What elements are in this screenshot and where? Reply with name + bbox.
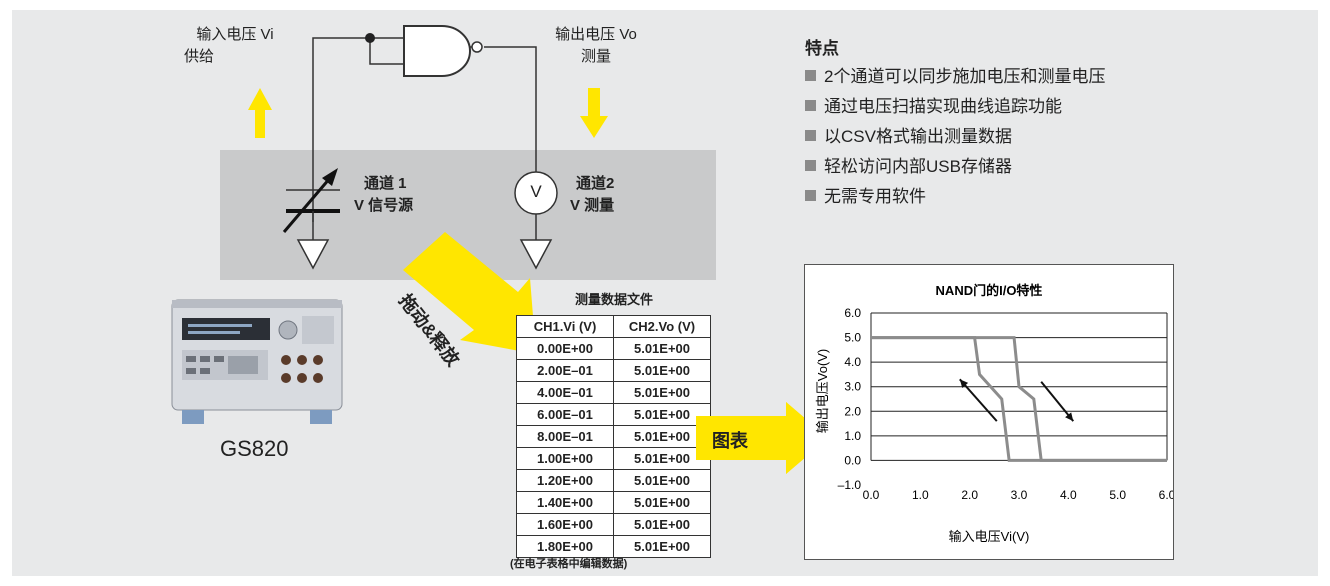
bullet-square-icon xyxy=(805,130,816,141)
bullet-square-icon xyxy=(805,100,816,111)
y-axis-label: 输出电压Vo(V) xyxy=(815,349,830,434)
table-cell: 0.00E+00 xyxy=(516,337,614,360)
y-tick-label: 0.0 xyxy=(844,453,861,467)
increasing-sweep-arrow-head xyxy=(1065,412,1074,422)
gs820-device-image xyxy=(171,299,343,424)
table-cell: 1.40E+00 xyxy=(516,491,614,514)
channel-2-label: 通道2 V 测量 xyxy=(570,175,615,214)
x-tick-label: 1.0 xyxy=(912,488,929,502)
features-title: 特点 xyxy=(805,39,839,58)
feature-item: 2个通道可以同步施加电压和测量电压 xyxy=(805,62,1105,87)
data-file-note: (在电子表格中编辑数据) xyxy=(510,558,628,570)
input-voltage-label: 输入电压 Vi 供给 xyxy=(184,26,274,65)
table-cell: 1.20E+00 xyxy=(516,469,614,492)
bullet-square-icon xyxy=(805,190,816,201)
table-header-cell: CH2.Vo (V) xyxy=(613,315,711,338)
x-tick-label: 0.0 xyxy=(863,488,880,502)
feature-item: 轻松访问内部USB存储器 xyxy=(805,152,1012,177)
ground-symbol-2 xyxy=(519,239,553,270)
table-cell: 8.00E–01 xyxy=(516,425,614,448)
input-wire-2 xyxy=(369,38,404,65)
table-cell: 4.00E–01 xyxy=(516,381,614,404)
junction-dot xyxy=(365,33,375,43)
table-cell: 5.01E+00 xyxy=(613,337,711,360)
table-header-row: CH1.Vi (V) CH2.Vo (V) xyxy=(516,315,711,338)
nand-gate xyxy=(403,25,471,77)
table-cell: 5.01E+00 xyxy=(613,425,711,448)
nand-inverter-bubble xyxy=(471,41,483,53)
device-name-label: GS820 xyxy=(220,436,289,461)
x-tick-label: 5.0 xyxy=(1109,488,1126,502)
y-tick-label: 6.0 xyxy=(844,306,861,320)
feature-item: 通过电压扫描实现曲线追踪功能 xyxy=(805,92,1062,117)
ground-symbol-1 xyxy=(296,239,330,270)
table-cell: 5.01E+00 xyxy=(613,491,711,514)
drag-drop-arrow xyxy=(403,232,536,354)
variable-arrow xyxy=(282,177,332,233)
output-voltage-label: 输出电压 Vo 测量 xyxy=(555,26,637,65)
bullet-square-icon xyxy=(805,160,816,171)
series-line xyxy=(871,336,1167,462)
output-down-arrow xyxy=(580,88,608,138)
x-axis-label: 输入电压Vi(V) xyxy=(949,529,1030,544)
table-cell: 1.60E+00 xyxy=(516,513,614,536)
x-tick-label: 2.0 xyxy=(961,488,978,502)
chart-arrow-label-front: 图表 xyxy=(712,431,748,451)
bullet-square-icon xyxy=(805,70,816,81)
output-wire xyxy=(484,46,537,172)
feature-item: 无需专用软件 xyxy=(805,182,926,207)
table-cell: 1.00E+00 xyxy=(516,447,614,470)
series-line xyxy=(871,336,1167,462)
y-tick-label: 1.0 xyxy=(844,429,861,443)
channel-1-label: 通道 1 V 信号源 xyxy=(354,175,414,214)
table-cell: 5.01E+00 xyxy=(613,359,711,382)
variable-arrowhead xyxy=(322,168,338,186)
table-cell: 5.01E+00 xyxy=(613,381,711,404)
chart-title: NAND门的I/O特性 xyxy=(936,283,1043,298)
table-cell: 6.00E–01 xyxy=(516,403,614,426)
increasing-sweep-arrow xyxy=(1040,381,1075,422)
table-cell: 2.00E–01 xyxy=(516,359,614,382)
decreasing-sweep-arrow-head xyxy=(959,379,969,389)
y-tick-label: 5.0 xyxy=(844,331,861,345)
voltmeter-letter: V xyxy=(530,182,542,201)
decreasing-sweep-arrow xyxy=(959,378,998,422)
table-cell: 5.01E+00 xyxy=(613,513,711,536)
table-cell: 5.01E+00 xyxy=(613,403,711,426)
y-tick-label: 2.0 xyxy=(844,404,861,418)
table-cell: 5.01E+00 xyxy=(613,535,711,558)
y-tick-label: 3.0 xyxy=(844,380,861,394)
table-cell: 5.01E+00 xyxy=(613,447,711,470)
y-tick-label: –1.0 xyxy=(838,478,862,492)
table-header-cell: CH1.Vi (V) xyxy=(516,315,614,338)
table-cell: 5.01E+00 xyxy=(613,469,711,492)
feature-item: 以CSV格式输出测量数据 xyxy=(805,122,1012,147)
x-tick-label: 3.0 xyxy=(1011,488,1028,502)
data-file-title: 测量数据文件 xyxy=(574,292,653,307)
y-tick-label: 4.0 xyxy=(844,355,861,369)
input-up-arrow xyxy=(248,88,272,138)
x-tick-label: 4.0 xyxy=(1060,488,1077,502)
x-tick-label: 6.0 xyxy=(1159,488,1173,502)
